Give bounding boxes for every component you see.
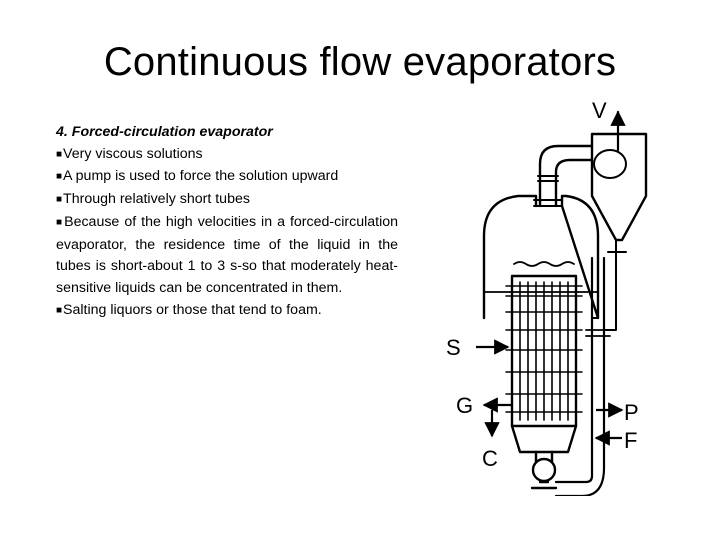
bullet-text: Because of the high velocities in a forc… — [56, 213, 398, 296]
evaporator-diagram: V S G C P F — [446, 98, 648, 496]
pump-base — [530, 480, 558, 490]
bullet-marker: ■ — [56, 194, 63, 206]
vapor-pipe — [538, 144, 594, 208]
bullet-marker: ■ — [56, 304, 63, 316]
label-gas: G — [456, 393, 473, 418]
bullet-text: Very viscous solutions — [63, 145, 203, 162]
bullet-text: Through relatively short tubes — [63, 191, 250, 208]
label-vapor: V — [592, 98, 607, 123]
heater-cone — [510, 424, 578, 454]
label-condensate: C — [482, 446, 498, 471]
label-feed: F — [624, 428, 637, 453]
label-steam: S — [446, 335, 461, 360]
bullet-paragraph: ■Because of the high velocities in a for… — [56, 212, 398, 300]
bullet-marker: ■ — [56, 216, 64, 228]
pipe-flange — [537, 175, 559, 182]
bullet-marker: ■ — [56, 171, 63, 183]
heater-shell — [510, 274, 578, 428]
separator-vessel — [590, 132, 648, 242]
pipe-flange — [533, 199, 563, 207]
label-product: P — [624, 400, 639, 425]
liquid-level — [513, 261, 575, 267]
bullet-item: ■A pump is used to force the solution up… — [56, 166, 398, 189]
tube-sheet — [505, 285, 583, 413]
separator-baffle — [593, 149, 627, 179]
bullet-text: Salting liquors or those that tend to fo… — [63, 301, 322, 318]
slide-title: Continuous flow evaporators — [103, 40, 617, 84]
evaporator-vessel — [482, 194, 600, 320]
bullet-item: ■Salting liquors or those that tend to f… — [56, 300, 398, 323]
heater-tubes — [519, 281, 569, 421]
slide-body: 4. Forced-circulation evaporator ■Very v… — [56, 122, 398, 322]
bullet-text: A pump is used to force the solution upw… — [63, 168, 339, 185]
pipe-flange — [585, 329, 611, 337]
recirculation-pipe — [554, 256, 606, 496]
pump-inlet — [534, 450, 554, 464]
bullet-item: ■Through relatively short tubes — [56, 189, 398, 212]
section-heading: 4. Forced-circulation evaporator — [56, 124, 273, 140]
circulation-pump — [531, 457, 557, 483]
bullet-item: ■Very viscous solutions — [56, 144, 398, 167]
bullet-marker: ■ — [56, 148, 63, 160]
